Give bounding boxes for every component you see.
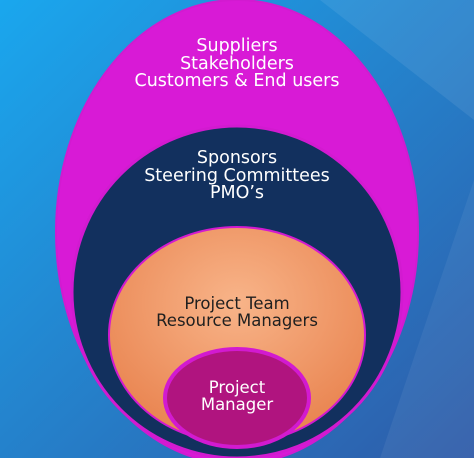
outer-ring-line: Suppliers (196, 36, 278, 56)
middle-ring-line: Steering Committees (144, 165, 330, 186)
inner-ring-line: Resource Managers (156, 310, 318, 330)
core-circle-label: Project Manager (177, 378, 297, 414)
outer-ring-line: Customers & End users (134, 71, 340, 91)
middle-ring-line: PMO’s (209, 183, 265, 203)
core-circle (163, 347, 311, 449)
middle-ring-line: Sponsors (196, 148, 278, 168)
background-streak (320, 0, 474, 120)
inner-ring-label: Project Team Resource Managers (117, 294, 357, 330)
outer-ring-label: Suppliers Stakeholders Customers & End u… (87, 36, 387, 91)
middle-ring-label: Sponsors Steering Committees PMO’s (112, 148, 362, 203)
core-circle-line: Project (208, 378, 266, 397)
inner-ring-line: Project Team (184, 294, 290, 313)
background-streak (380, 180, 474, 458)
outer-ring-line: Stakeholders (180, 53, 294, 74)
core-circle-line: Manager (200, 394, 274, 414)
